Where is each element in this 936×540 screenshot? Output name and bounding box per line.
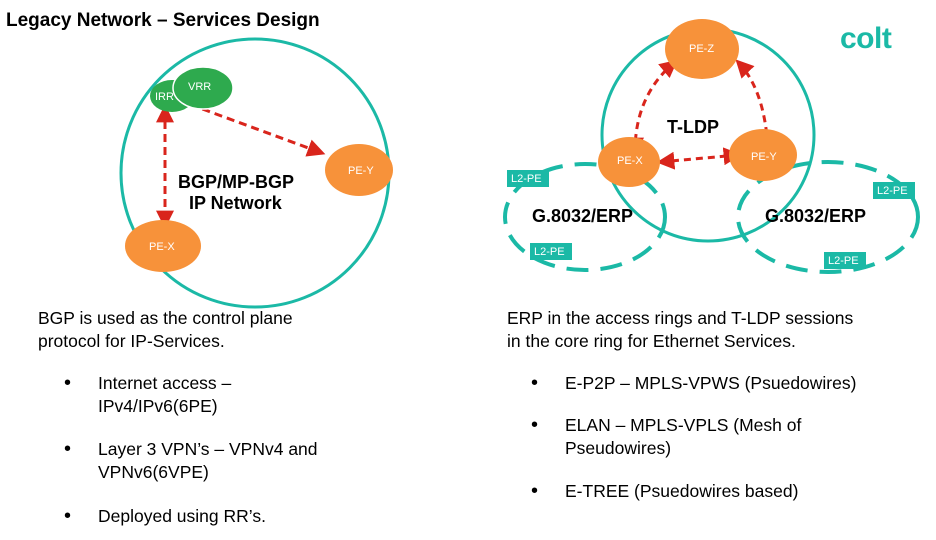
network-label-line1: BGP/MP-BGP bbox=[178, 172, 294, 192]
tldp-arrow bbox=[626, 59, 678, 156]
node-pe-y-right-label: PE-Y bbox=[751, 151, 777, 163]
tldp-arrow bbox=[656, 147, 742, 170]
tldp-arrow bbox=[735, 59, 777, 154]
right-bullet: • ELAN – MPLS-VPLS (Mesh of Pseudowires) bbox=[531, 414, 802, 460]
right-bullet-line: E-P2P – MPLS-VPWS (Psuedowires) bbox=[565, 373, 857, 393]
left-bullet: • Layer 3 VPN’s – VPNv4 and VPNv6(6VPE) bbox=[64, 438, 318, 484]
right-bullet: • E-P2P – MPLS-VPWS (Psuedowires) bbox=[531, 372, 857, 395]
right-bullet-line: Pseudowires) bbox=[565, 438, 672, 458]
right-bullet: • E-TREE (Psuedowires based) bbox=[531, 480, 799, 503]
right-bullet-line: E-TREE (Psuedowires based) bbox=[565, 481, 799, 501]
left-bullet-line: Internet access – bbox=[98, 373, 232, 393]
node-l2pe-right-label: L2-PE bbox=[877, 185, 908, 197]
node-pe-y-right bbox=[729, 129, 797, 181]
left-bullet: • Internet access – IPv4/IPv6(6PE) bbox=[64, 372, 232, 418]
left-intro: BGP is used as the control plane protoco… bbox=[38, 307, 293, 353]
left-intro-line: BGP is used as the control plane bbox=[38, 308, 293, 328]
left-bullet-line: VPNv6(6VPE) bbox=[98, 462, 209, 482]
bullet-dot-icon: • bbox=[64, 505, 72, 527]
node-l2pe-bottom-left bbox=[530, 243, 572, 260]
bullet-dot-icon: • bbox=[531, 414, 539, 436]
right-bullet-line: ELAN – MPLS-VPLS (Mesh of bbox=[565, 415, 802, 435]
left-intro-line: protocol for IP-Services. bbox=[38, 331, 225, 351]
node-pe-z bbox=[665, 19, 739, 79]
node-l2pe-left bbox=[507, 170, 549, 187]
node-l2pe-right bbox=[873, 182, 915, 199]
right-intro: ERP in the access rings and T-LDP sessio… bbox=[507, 307, 853, 353]
access-ring-right bbox=[736, 160, 920, 274]
node-pe-y-label: PE-Y bbox=[348, 165, 374, 177]
right-intro-line: in the core ring for Ethernet Services. bbox=[507, 331, 796, 351]
bullet-dot-icon: • bbox=[64, 372, 72, 394]
node-pe-y bbox=[325, 144, 393, 196]
erp-label-left: G.8032/ERP bbox=[532, 206, 633, 226]
page-title: Legacy Network – Services Design bbox=[6, 10, 320, 31]
left-bullet-line: Layer 3 VPN’s – VPNv4 and bbox=[98, 439, 318, 459]
node-l2pe-bottom-left-label: L2-PE bbox=[534, 246, 565, 258]
tldp-label: T-LDP bbox=[667, 117, 719, 137]
left-bullet-line: IPv4/IPv6(6PE) bbox=[98, 396, 218, 416]
node-pe-x bbox=[125, 220, 201, 272]
bullet-dot-icon: • bbox=[531, 480, 539, 502]
node-pe-z-label: PE-Z bbox=[689, 43, 714, 55]
node-pe-x-right bbox=[598, 137, 660, 187]
access-ring-left bbox=[503, 162, 667, 272]
node-pe-x-label: PE-X bbox=[149, 241, 175, 253]
node-l2pe-left-label: L2-PE bbox=[511, 173, 542, 185]
network-label-line2: IP Network bbox=[189, 193, 283, 213]
left-bullet: • Deployed using RR’s. bbox=[64, 505, 266, 528]
bullet-dot-icon: • bbox=[64, 438, 72, 460]
colt-logo: colt bbox=[840, 22, 892, 55]
node-vrr-label: VRR bbox=[188, 81, 211, 93]
node-pe-x-right-label: PE-X bbox=[617, 155, 643, 167]
left-bullet-line: Deployed using RR’s. bbox=[98, 506, 266, 526]
node-vrr bbox=[172, 66, 234, 110]
bullet-dot-icon: • bbox=[531, 372, 539, 394]
node-irr-label: IRR bbox=[155, 91, 174, 103]
erp-label-right: G.8032/ERP bbox=[765, 206, 866, 226]
node-l2pe-bottom-right-label: L2-PE bbox=[828, 255, 859, 267]
node-l2pe-bottom-right bbox=[824, 252, 866, 269]
right-intro-line: ERP in the access rings and T-LDP sessio… bbox=[507, 308, 854, 328]
